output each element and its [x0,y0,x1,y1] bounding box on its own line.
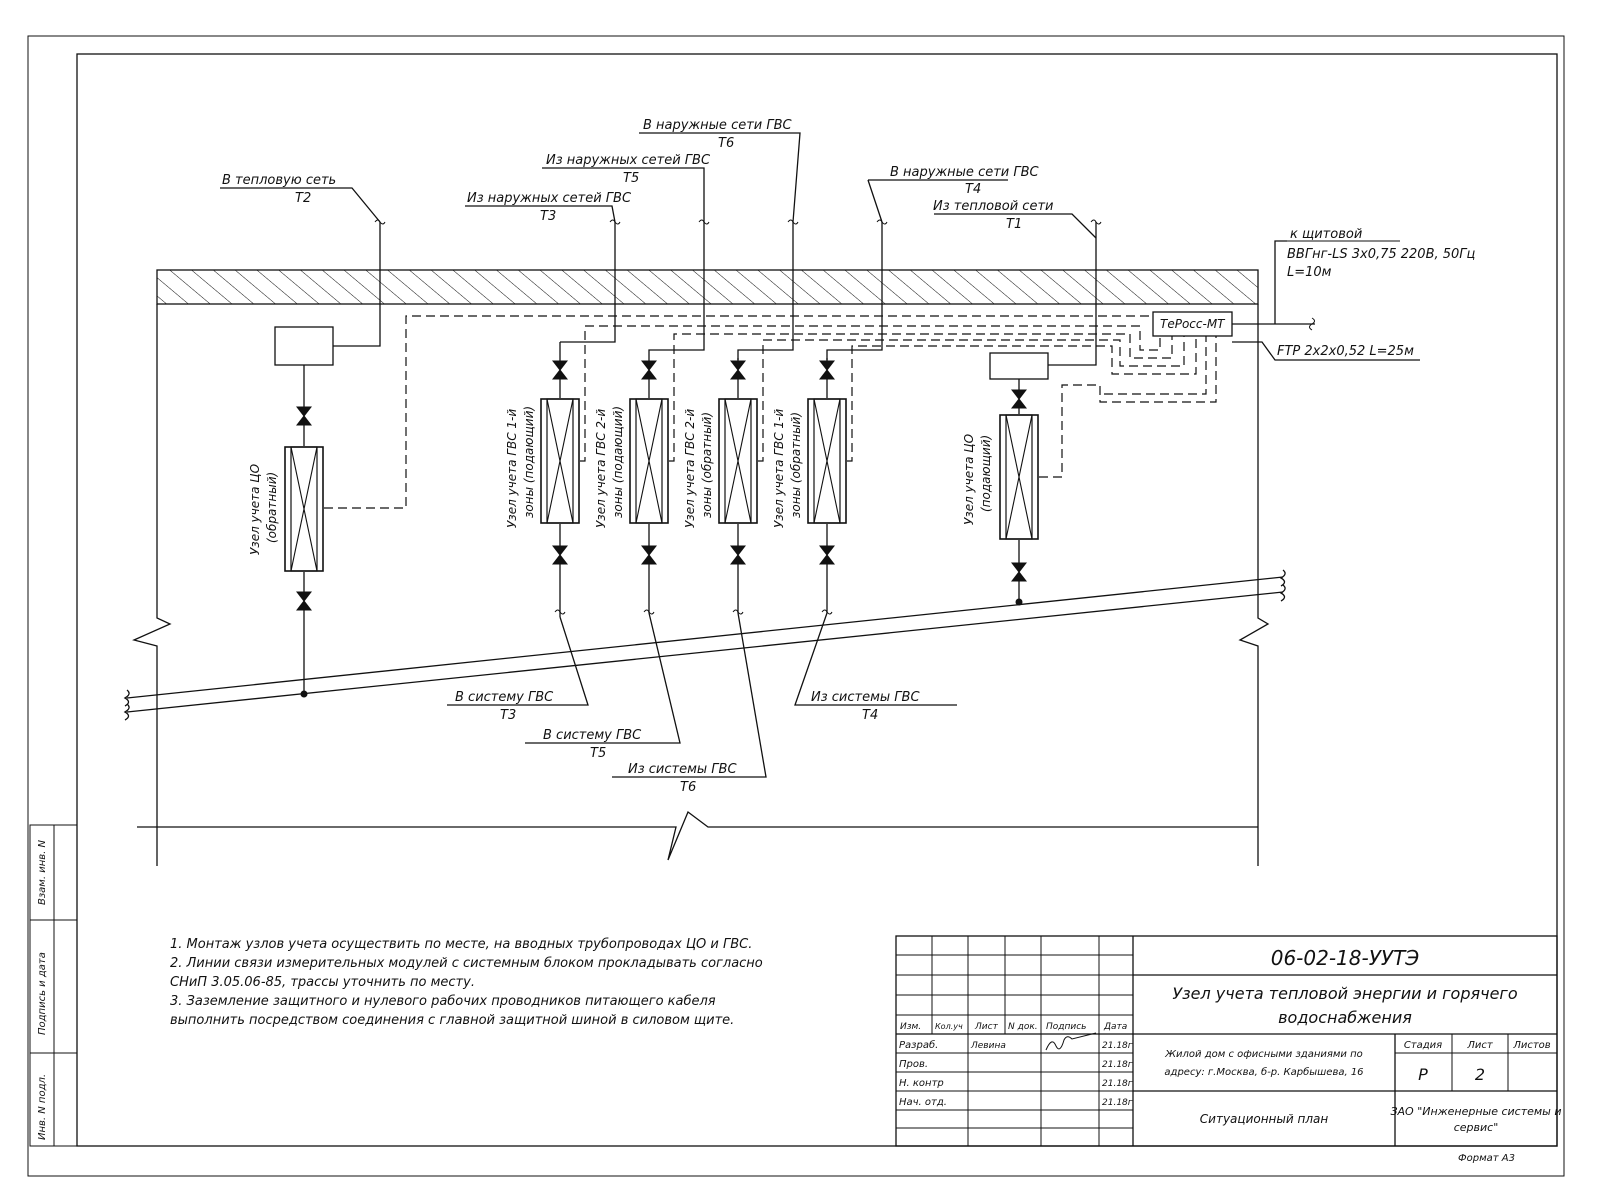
col-ndoc: N док. [1008,1022,1038,1032]
side-stamp: Взам. инв. N Подпись и дата Инв. N подл. [29,824,78,1147]
node-hws2-return: Узел учета ГВС 2-й зоны (обратный) [683,358,757,613]
note-line-3: СНиП 3.05.06-85, трассы уточнить по мест… [170,975,475,990]
row-name-0: Левина [970,1041,1006,1051]
co-supply-calculator [989,352,1049,380]
row-date-1: 21.18г [1102,1060,1133,1070]
doc-code: 06-02-18-УУТЭ [1271,946,1420,970]
title-line-2: водоснабжения [1278,1008,1412,1027]
inner-frame [76,53,1558,1147]
col-sign: Подпись [1046,1022,1086,1032]
object-line-2: адресу: г.Москва, б-р. Карбышева, 16 [1164,1066,1363,1078]
label-heat-network-out: В тепловую сеть [222,173,336,188]
hws1-return-label-1: Узел учета ГВС 1-й [772,409,786,528]
label-cable-power: ВВГнг-LS 3х0,75 220В, 50Гц [1287,247,1476,262]
title-block: Изм. Кол.уч Лист N док. Подпись Дата Раз… [895,935,1562,1164]
label-hws-from-ext-t3: Из наружных сетей ГВС [467,191,632,206]
label-hws-to-ext-t4-code: Т4 [965,182,981,197]
col-kol: Кол.уч [935,1022,963,1031]
label-to-hws-t5: В систему ГВС [543,728,642,743]
sheets-header: Листов [1512,1040,1550,1051]
stage-value: Р [1418,1065,1428,1084]
hws1-return-label-2: зоны (обратный) [789,412,803,518]
sheet-header: Лист [1466,1040,1494,1051]
label-hws-from-ext-t5: Из наружных сетей ГВС [546,153,711,168]
hws2-return-label-2: зоны (обратный) [700,412,714,518]
stamp-inv-orig: Инв. N подл. [37,1074,48,1140]
building-wall [156,269,1259,305]
node-co-return: Узел учета ЦО (обратный) [248,222,381,698]
co-supply-label-1: Узел учета ЦО [962,434,976,525]
format-label: Формат А3 [1458,1153,1515,1164]
notes: 1. Монтаж узлов учета осуществить по мес… [170,937,763,1028]
label-to-hws-t3: В систему ГВС [455,690,554,705]
note-line-2: 2. Линии связи измерительных модулей с с… [170,956,763,971]
note-line-1: 1. Монтаж узлов учета осуществить по мес… [170,937,752,952]
row-role-0: Разраб. [899,1039,938,1051]
row-date-0: 21.18г [1102,1041,1133,1051]
label-to-panel: к щитовой [1290,227,1362,242]
col-list: Лист [974,1022,999,1032]
company-line-1: ЗАО "Инженерные системы и [1390,1105,1561,1118]
row-role-1: Пров. [899,1059,928,1070]
label-heat-network-out-code: Т2 [295,191,311,206]
stamp-sign-date: Подпись и дата [37,952,48,1035]
bottom-labels: В систему ГВС Т3 В систему ГВС Т5 Из сис… [455,690,920,795]
signal-lines [324,315,1217,509]
node-hws1-supply: Узел учета ГВС 1-й зоны (подающий) [505,342,579,617]
label-from-heat-network: Из тепловой сети [933,199,1053,214]
node-co-supply: Узел учета ЦО (подающий) [962,222,1097,606]
label-from-hws-t6: Из системы ГВС [628,762,737,777]
stamp-inv-ref: Взам. инв. N [37,840,48,905]
hws2-return-label-1: Узел учета ГВС 2-й [683,409,697,528]
label-from-hws-t4-code: Т4 [862,708,878,723]
row-date-3: 21.18г [1102,1098,1133,1108]
controller-block: ТеРосс-МТ к щитовой ВВГнг-LS 3х0,75 220В… [1152,227,1476,361]
stage-header: Стадия [1404,1040,1442,1051]
co-return-calculator [274,326,334,366]
label-cable-signal: FTP 2х2х0,52 L=25м [1277,344,1414,359]
label-from-heat-network-code: Т1 [1006,217,1022,232]
row-date-2: 21.18г [1102,1079,1133,1089]
node-hws2-supply: Узел учета ГВС 2-й зоны (подающий) [594,360,668,613]
title-line-1: Узел учета тепловой энергии и горячего [1172,984,1517,1003]
note-line-4: 3. Заземление защитного и нулевого рабоч… [170,994,716,1009]
building-outline [132,304,1270,866]
drawing-name: Ситуационный план [1200,1112,1329,1126]
co-supply-label-2: (подающий) [979,435,993,512]
upper-pipes [560,222,883,360]
label-hws-from-ext-t3-code: Т3 [540,209,556,224]
row-role-3: Нач. отд. [899,1097,947,1108]
hws1-supply-label-2: зоны (подающий) [522,406,536,518]
top-labels: В тепловую сеть Т2 Из наружных сетей ГВС… [222,118,1053,232]
co-return-label-2: (обратный) [265,472,279,543]
lower-pipes [447,609,957,778]
note-line-5: выполнить посредством соединения с главн… [170,1013,734,1028]
object-line-1: Жилой дом с офисными зданиями по [1164,1049,1363,1060]
controller-label: ТеРосс-МТ [1160,317,1226,331]
hws2-supply-label-2: зоны (подающий) [611,406,625,518]
co-return-label-1: Узел учета ЦО [248,464,262,555]
label-to-hws-t3-code: Т3 [500,708,516,723]
label-hws-to-ext-t6-code: Т6 [718,136,734,151]
label-hws-to-ext-t4: В наружные сети ГВС [890,165,1040,180]
signature-mark [1045,1032,1097,1051]
top-leaders [220,132,1102,239]
outer-frame [27,35,1565,1177]
main-pipes [123,569,1286,721]
label-cable-power-length: L=10м [1287,265,1332,280]
hws2-supply-label-1: Узел учета ГВС 2-й [594,409,608,528]
label-to-hws-t5-code: Т5 [590,746,606,761]
label-from-hws-t6-code: Т6 [680,780,696,795]
col-izm: Изм. [900,1022,921,1032]
label-hws-to-ext-t6: В наружные сети ГВС [643,118,793,133]
row-role-2: Н. контр [899,1078,944,1089]
label-from-hws-t4: Из системы ГВС [811,690,920,705]
hws1-supply-label-1: Узел учета ГВС 1-й [505,409,519,528]
label-hws-from-ext-t5-code: Т5 [623,171,639,186]
node-hws1-return: Узел учета ГВС 1-й зоны (обратный) [772,358,846,613]
sheet-value: 2 [1475,1065,1485,1084]
col-date: Дата [1103,1022,1127,1032]
company-line-2: сервис" [1454,1121,1499,1134]
